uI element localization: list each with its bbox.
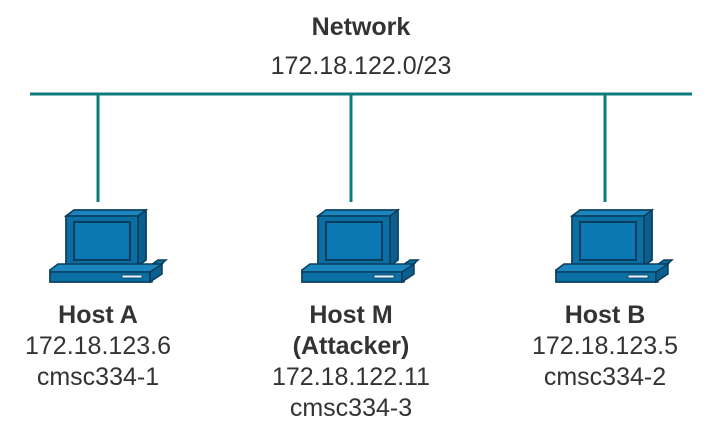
host-a-computer-icon	[49, 209, 167, 283]
host-b-computer-icon	[555, 209, 673, 283]
host-b-ip: 172.18.123.5	[532, 332, 678, 360]
host-a-name: Host A	[58, 301, 138, 329]
host-a-hostname: cmsc334-1	[36, 363, 160, 391]
host-a-label: Host A 172.18.123.6 cmsc334-1	[0, 300, 218, 393]
host-b-name: Host B	[564, 301, 646, 329]
network-subnet: 172.18.122.0/23	[270, 52, 452, 80]
host-b-hostname: cmsc334-2	[543, 363, 667, 391]
host-m-name: Host M	[309, 301, 393, 329]
host-a-ip: 172.18.123.6	[25, 332, 171, 360]
network-title: Network	[311, 13, 411, 41]
host-m-ip: 172.18.122.11	[271, 363, 431, 391]
host-m-computer-icon	[301, 209, 419, 283]
host-m-hostname: cmsc334-3	[289, 394, 413, 422]
host-b-label: Host B 172.18.123.5 cmsc334-2	[485, 300, 722, 393]
host-m-role: (Attacker)	[292, 332, 410, 360]
host-m-label: Host M (Attacker) 172.18.122.11 cmsc334-…	[231, 300, 471, 424]
